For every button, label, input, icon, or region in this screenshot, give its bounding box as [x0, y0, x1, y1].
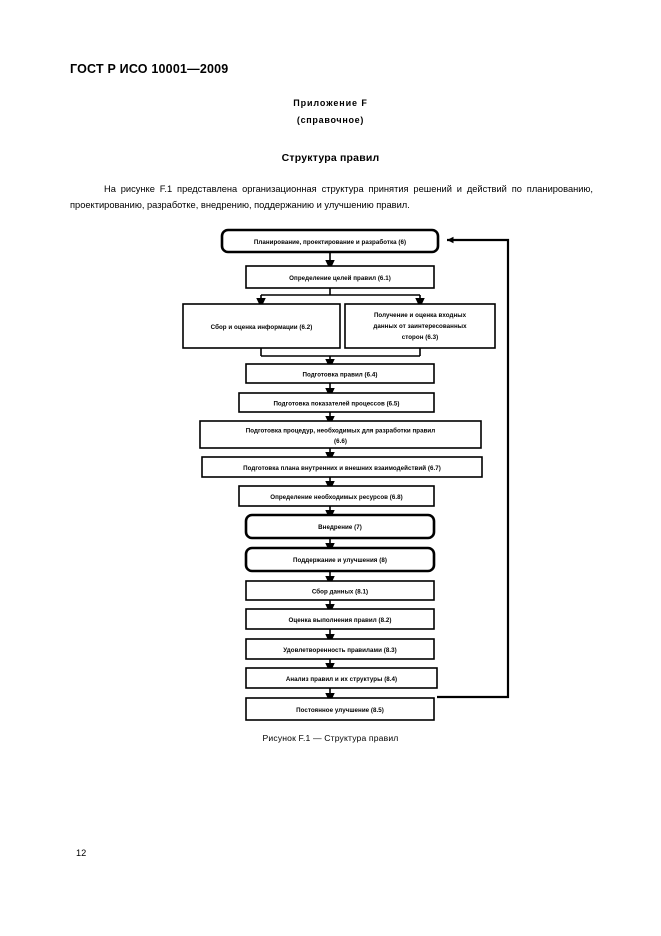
intro-paragraph: На рисунке F.1 представлена организацион… — [70, 182, 593, 213]
node-label: Подготовка правил (6.4) — [302, 372, 377, 379]
annex-kind: (справочное) — [296, 115, 365, 125]
node-maintenance-and-improvement[interactable]: Поддержание и улучшения (8) — [244, 546, 436, 573]
node-label-line1: Подготовка процедур, необходимых для раз… — [246, 428, 436, 435]
node-label: Постоянное улучшение (8.5) — [296, 707, 384, 714]
node-implementation[interactable]: Внедрение (7) — [244, 513, 436, 540]
node-label: Поддержание и улучшения (8) — [293, 557, 387, 564]
node-prepare-code[interactable]: Подготовка правил (6.4) — [245, 363, 435, 384]
standard-header: ГОСТ Р ИСО 10001—2009 — [70, 62, 229, 76]
node-label: Оценка выполнения правил (8.2) — [289, 617, 392, 624]
node-determine-required-resources[interactable]: Определение необходимых ресурсов (6.8) — [238, 485, 435, 507]
node-label-line2: (6.6) — [334, 438, 347, 445]
intro-text: На рисунке F.1 представлена организацион… — [70, 184, 593, 210]
node-determine-code-objectives[interactable]: Определение целей правил (6.1) — [245, 265, 435, 289]
node-label: Планирование, проектирование и разработк… — [254, 239, 406, 246]
node-analysis-of-code-and-structure[interactable]: Анализ правил и их структуры (8.4) — [245, 667, 438, 689]
node-label: Определение целей правил (6.1) — [289, 275, 391, 282]
node-obtain-evaluate-stakeholder-input[interactable]: Получение и оценка входных данных от заи… — [344, 303, 496, 349]
node-code-performance-evaluation[interactable]: Оценка выполнения правил (8.2) — [245, 608, 435, 630]
page-number: 12 — [76, 848, 87, 858]
node-prepare-process-indicators[interactable]: Подготовка показателей процессов (6.5) — [238, 392, 435, 413]
node-label: Сбор и оценка информации (6.2) — [211, 324, 313, 331]
node-label: Удовлетворенность правилами (8.3) — [283, 647, 396, 654]
page-title: Структура правил — [281, 152, 380, 164]
node-data-collection[interactable]: Сбор данных (8.1) — [245, 580, 435, 601]
annex-label: Приложение F — [293, 98, 368, 108]
node-label: Подготовка показателей процессов (6.5) — [273, 401, 399, 408]
node-label: Определение необходимых ресурсов (6.8) — [270, 494, 403, 501]
node-continual-improvement[interactable]: Постоянное улучшение (8.5) — [245, 697, 435, 721]
node-label-line2: данных от заинтересованных — [373, 323, 467, 330]
feedback-loop-connector — [437, 236, 510, 699]
node-label-line1: Получение и оценка входных — [374, 312, 467, 319]
node-label: Сбор данных (8.1) — [312, 589, 368, 596]
node-label-line3: сторон (6.3) — [402, 334, 439, 341]
annex-heading: Приложение F (справочное) — [0, 95, 661, 129]
node-satisfaction-with-code[interactable]: Удовлетворенность правилами (8.3) — [245, 638, 435, 660]
node-label: Анализ правил и их структуры (8.4) — [286, 676, 397, 683]
node-label: Внедрение (7) — [318, 524, 362, 531]
node-collect-evaluate-information[interactable]: Сбор и оценка информации (6.2) — [182, 303, 341, 349]
node-label: Подготовка плана внутренних и внешних вз… — [243, 465, 441, 472]
figure-caption: Рисунок F.1 — Структура правил — [262, 733, 399, 743]
node-prepare-communication-plan[interactable]: Подготовка плана внутренних и внешних вз… — [201, 456, 483, 478]
node-planning-design-development[interactable]: Планирование, проектирование и разработк… — [220, 228, 440, 254]
node-prepare-procedures[interactable]: Подготовка процедур, необходимых для раз… — [199, 420, 482, 449]
